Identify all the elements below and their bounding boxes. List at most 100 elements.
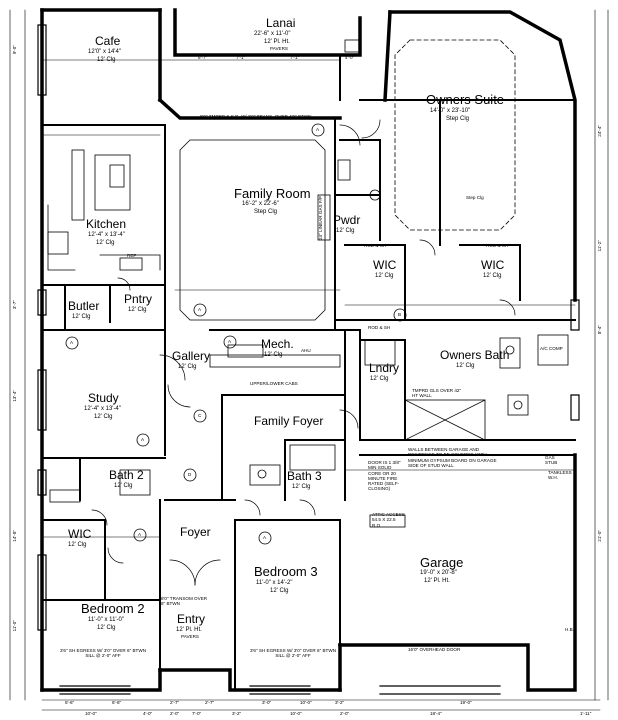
room-size-bedroom2: 11'-0" x 11'-0" bbox=[88, 617, 125, 623]
dim-right-3: 11'-2" bbox=[597, 240, 602, 252]
ac-comp-note: A/C COMP bbox=[540, 346, 563, 351]
room-name-kitchen: Kitchen bbox=[86, 217, 127, 231]
rod-sh-label-1: ROD & SH bbox=[364, 243, 387, 248]
room-name-cafe: Cafe bbox=[95, 34, 121, 48]
room-size-lanai: 22'-6" x 11'-0" bbox=[254, 31, 291, 37]
room-ceiling-lanai: 12' Pl. Ht. bbox=[264, 39, 290, 45]
room-ceiling-bath3: 12' Clg bbox=[292, 484, 311, 490]
dim-left-0: 9'-0" bbox=[12, 45, 17, 55]
ref-label: REF bbox=[127, 253, 137, 258]
garage-wall-note: WALLS BETWEEN GARAGE AND RESIDENCE TO BE… bbox=[408, 447, 497, 468]
room-ceiling-cafe: 12' Clg bbox=[97, 57, 116, 63]
room-floor-lanai: PAVERS bbox=[270, 46, 288, 51]
marker-3: B bbox=[398, 312, 402, 317]
room-floor-entry: PAVERS bbox=[181, 634, 199, 639]
room-name-wic-bed2: WIC bbox=[68, 527, 92, 541]
room-size-family-room: 16'-2" x 22'-6" bbox=[242, 201, 279, 207]
room-name-lanai: Lanai bbox=[266, 16, 296, 30]
rod-sh-label-3: ROD & SH bbox=[368, 325, 391, 330]
room-name-entry: Entry bbox=[177, 612, 206, 626]
room-ceiling-study: 12' Clg bbox=[94, 414, 113, 420]
room-size-bedroom3: 11'-0" x 14'-2" bbox=[256, 580, 293, 586]
exterior-walls bbox=[40, 8, 577, 692]
room-name-garage: Garage bbox=[420, 555, 464, 570]
transom-note: 8'0" TRANSOM OVER 6" BTWN bbox=[161, 596, 208, 607]
attic-access-note: ATTIC ACCESS 54.5 X 22.5 R.O. bbox=[372, 512, 405, 528]
dim-right-1: 8'-4" bbox=[597, 325, 602, 335]
room-ceiling-mech: 12' Clg bbox=[264, 352, 283, 358]
dim-bottom-2: 2'-0" bbox=[170, 711, 180, 716]
marker-0: A bbox=[316, 127, 320, 132]
fireplace-note: 24" LINEAR GAS F/P bbox=[318, 196, 323, 241]
upper-lower-cabs-label: UPPER/LOWER CABS bbox=[250, 381, 298, 386]
dim-bottom-inner-4: 3'-0" bbox=[262, 700, 272, 705]
room-name-foyer: Foyer bbox=[180, 525, 211, 539]
overhead-door-note: 16'0" OVERHEAD DOOR bbox=[408, 647, 461, 652]
dim-bottom-4: 3'-2" bbox=[232, 711, 242, 716]
dim-top-2: 7'-1" bbox=[290, 55, 300, 60]
room-ceiling-entry: 12' Pl. Ht. bbox=[176, 627, 202, 633]
marker-2: A bbox=[138, 532, 142, 537]
room-name-study: Study bbox=[88, 391, 119, 405]
room-ceiling-family-room: Step Clg bbox=[254, 209, 278, 215]
windows bbox=[37, 24, 580, 695]
dim-bottom-inner-7: 19'-0" bbox=[460, 700, 472, 705]
dim-bottom-inner-2: 2'-7" bbox=[170, 700, 180, 705]
room-name-lndry: Lndry bbox=[369, 361, 400, 375]
dim-bottom-3: 7'-0" bbox=[192, 711, 202, 716]
room-name-owners-suite: Owners Suite bbox=[426, 92, 505, 107]
dim-bottom-5: 10'-0" bbox=[290, 711, 302, 716]
dimension-lines bbox=[9, 9, 609, 711]
dim-bottom-inner-6: 3'-2" bbox=[335, 700, 345, 705]
rod-sh-label-2: ROD & SH bbox=[486, 243, 509, 248]
room-name-family-room: Family Room bbox=[234, 186, 311, 201]
dim-left-3: 14'-8" bbox=[12, 530, 17, 542]
dim-bottom-7: 18'-4" bbox=[430, 711, 442, 716]
bed3-window-note: 3'6" SH EGRESS W/ 3'0" OVER 6" BTWN SILL… bbox=[249, 648, 337, 659]
room-name-family-foyer: Family Foyer bbox=[254, 414, 324, 428]
dim-bottom-inner-0: 5'-6" bbox=[65, 700, 75, 705]
step-clg-inner-label: Step Clg bbox=[466, 195, 484, 200]
tmprd-glass-note: TMPRD GLS OVER 42" HT WALL bbox=[412, 388, 462, 399]
room-name-owners-bath: Owners Bath bbox=[440, 348, 510, 362]
room-name-pntry: Pntry bbox=[124, 292, 153, 306]
dim-left-2: 13'-4" bbox=[12, 390, 17, 402]
dim-bottom-inner-5: 10'-0" bbox=[300, 700, 312, 705]
dim-bottom-8: 1'-11" bbox=[580, 711, 592, 716]
dim-bottom-1: 4'-0" bbox=[143, 711, 153, 716]
tankless-note: TANKLESS W.H. bbox=[548, 470, 572, 481]
room-ceiling-wic-bed2: 12' Clg bbox=[68, 542, 87, 548]
dim-top-0: 6'-7" bbox=[198, 55, 208, 60]
room-ceiling-owners-suite: Step Clg bbox=[446, 116, 470, 122]
dim-left-1: 3'-7" bbox=[12, 300, 17, 310]
section-markers bbox=[65, 123, 407, 545]
bed2-window-note: 3'6" SH EGRESS W/ 3'0" OVER 6" BTWN SILL… bbox=[59, 648, 147, 659]
dim-left-4: 11'-0" bbox=[12, 620, 17, 632]
room-name-wic-left: WIC bbox=[373, 258, 397, 272]
marker-9: A bbox=[141, 437, 145, 442]
room-ceiling-wic-right: 12' Clg bbox=[483, 273, 502, 279]
lanai-door-note: 8'0" TMPRD S.S.D. W/ 2'0" TRANS. OVER 4'… bbox=[200, 114, 312, 119]
room-name-butler: Butler bbox=[68, 299, 100, 313]
dim-bottom-0: 10'-0" bbox=[85, 711, 97, 716]
ahu-label: AHU bbox=[301, 348, 311, 353]
hb-note: H.B. bbox=[565, 627, 574, 632]
door-swings bbox=[91, 119, 516, 586]
room-ceiling-owners-bath: 12' Clg bbox=[456, 363, 475, 369]
room-name-bath2: Bath 2 bbox=[109, 468, 144, 482]
room-ceiling-bedroom3: 12' Clg bbox=[270, 588, 289, 594]
dim-right-2: 21'-0" bbox=[597, 530, 602, 542]
room-ceiling-kitchen: 12' Clg bbox=[96, 240, 115, 246]
room-ceiling-bath2: 12' Clg bbox=[114, 483, 133, 489]
room-name-gallery: Gallery bbox=[172, 349, 211, 363]
room-size-owners-suite: 14'-0" x 23'-10" bbox=[430, 108, 471, 114]
dim-right-0: 24'-4" bbox=[597, 125, 602, 137]
room-ceiling-garage: 12' Pl. Ht. bbox=[424, 578, 450, 584]
room-name-mech: Mech. bbox=[261, 337, 294, 351]
room-name-bedroom3: Bedroom 3 bbox=[254, 564, 318, 579]
room-ceiling-wic-left: 12' Clg bbox=[375, 273, 394, 279]
room-size-garage: 19'-0" x 20'-8" bbox=[420, 570, 457, 576]
marker-8: A bbox=[70, 340, 74, 345]
fixtures bbox=[47, 39, 569, 528]
